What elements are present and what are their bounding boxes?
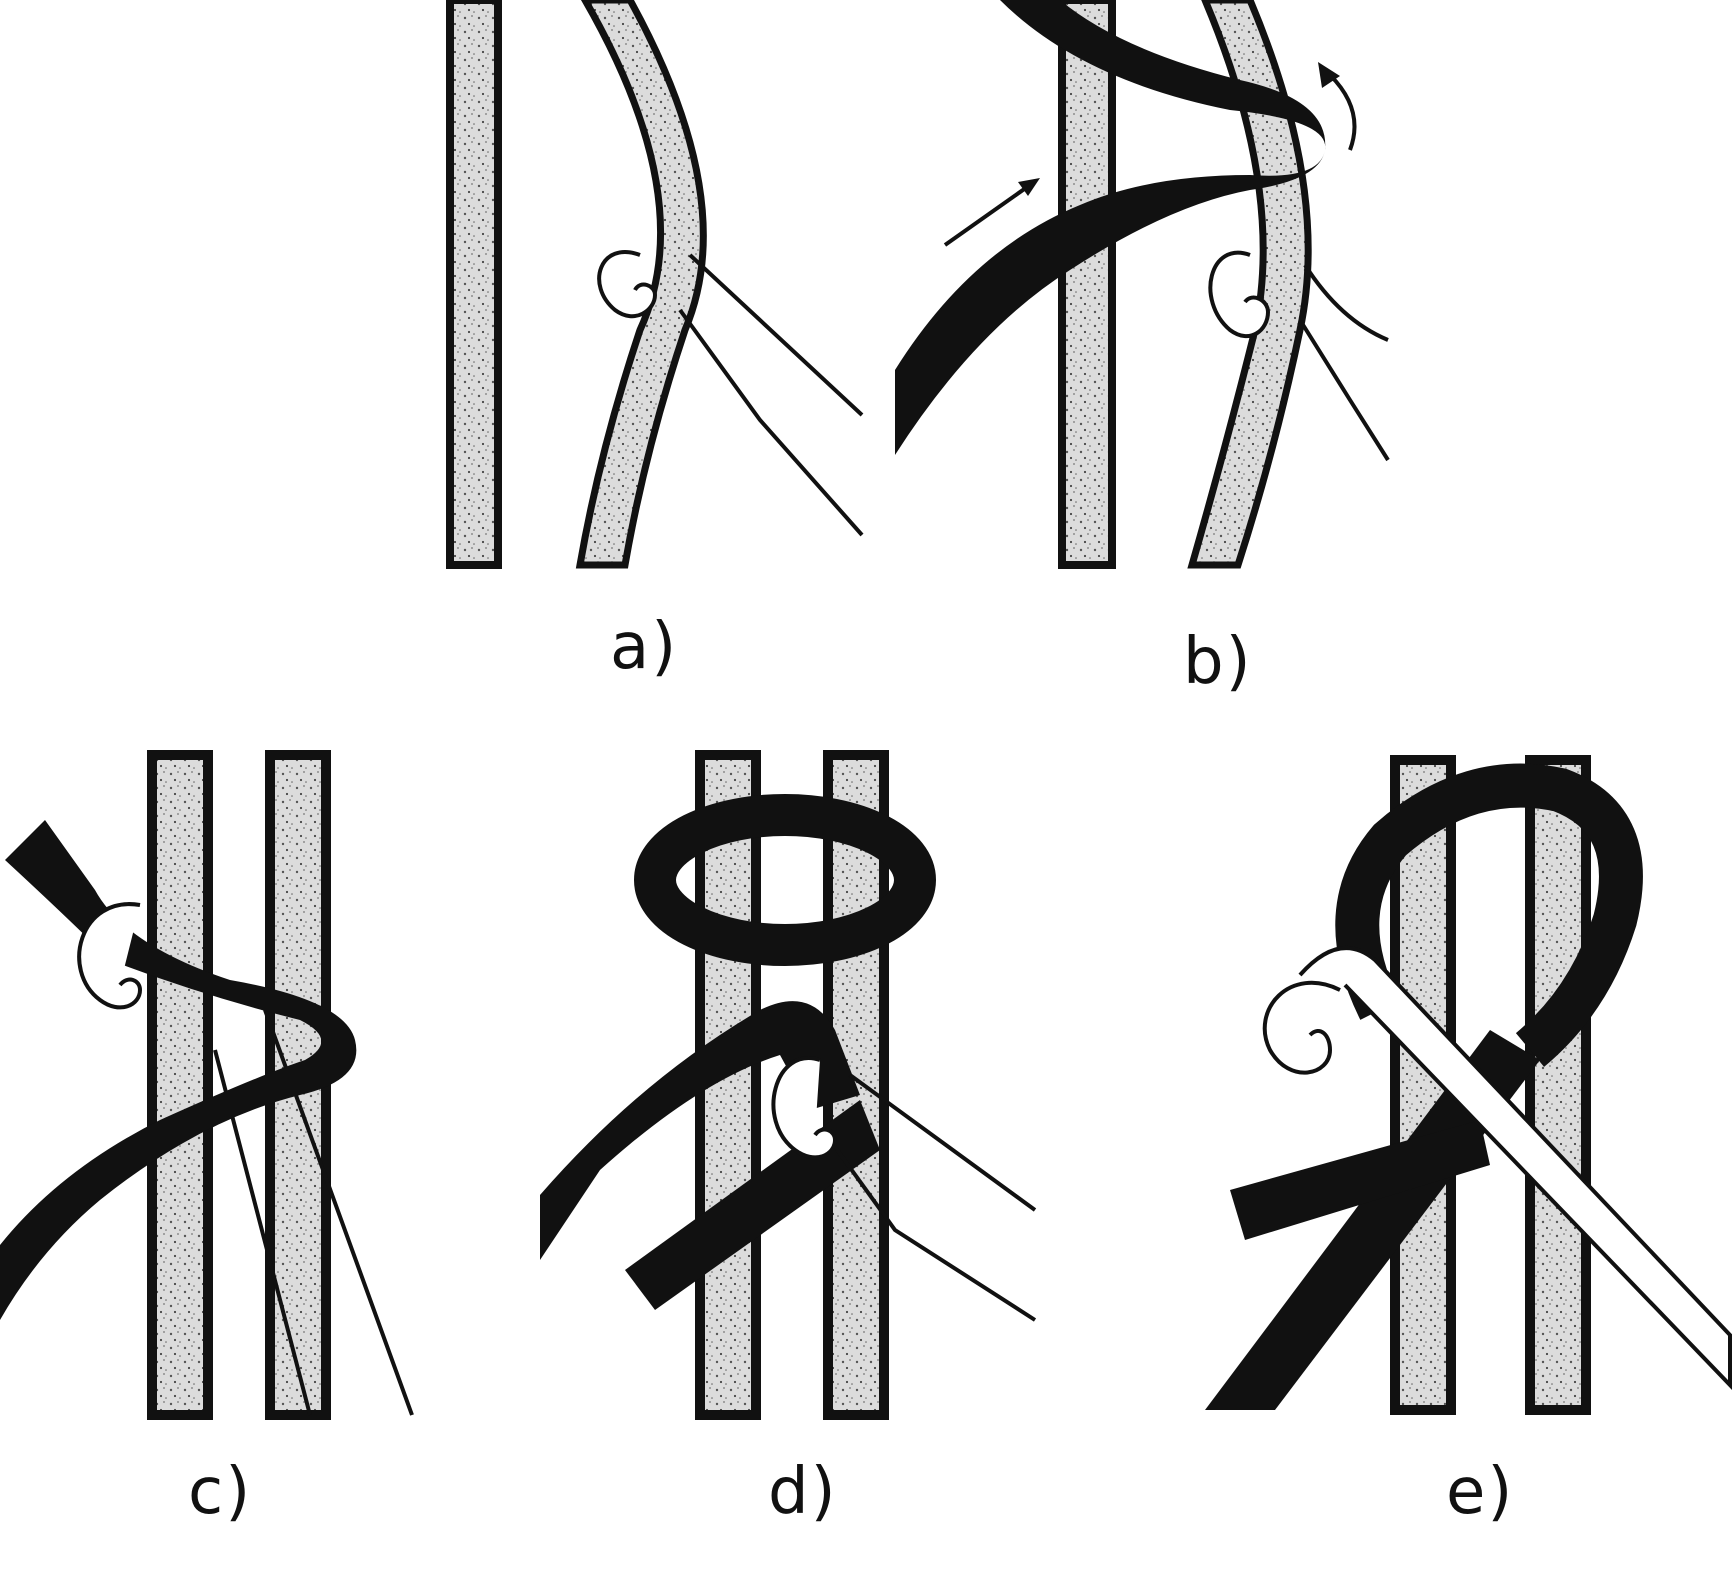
panel-d-hook-icon [771, 1056, 838, 1160]
panel-b-direction-arrow [943, 178, 1040, 247]
panel-b-drawing [895, 0, 1390, 569]
panel-e-drawing [1205, 755, 1732, 1415]
panel-label-c: c) [188, 1455, 253, 1529]
panel-b-straight-rope [1058, 0, 1116, 569]
panel-a-drawing [446, 0, 864, 569]
panel-d-hook-handle [828, 1073, 1037, 1322]
panel-b-hook-handle [1298, 263, 1390, 462]
panel-label-b: b) [1183, 625, 1253, 699]
panel-c-hook-icon [77, 902, 143, 1010]
panel-label-d: d) [768, 1455, 838, 1529]
panel-label-e: e) [1446, 1455, 1515, 1529]
panel-e-hook-shank [1298, 946, 1732, 1390]
panel-b-hook-icon [1208, 250, 1271, 338]
panel-label-a: a) [610, 610, 679, 684]
panel-c-working-rope [0, 820, 357, 1320]
panel-c-rope-left [147, 750, 213, 1420]
panel-b-curved-rope [1187, 0, 1312, 569]
panel-b-rotation-arrow [1318, 62, 1357, 151]
panel-a-curved-rope [575, 0, 707, 569]
panel-c-drawing [0, 750, 414, 1420]
panel-a-hook-icon [597, 250, 658, 319]
panel-b-working-rope [895, 0, 1326, 455]
panel-a-straight-rope [446, 0, 502, 569]
panel-e-working-rope-long [1205, 1030, 1540, 1410]
panel-d-working-rope-upper [540, 1001, 860, 1260]
panel-d-drawing [540, 750, 1037, 1420]
panel-a-hook-handle [678, 253, 864, 537]
panel-e-hook-icon [1262, 980, 1341, 1075]
panel-e-working-rope-short [1230, 1120, 1490, 1240]
panel-e-rope-right [1525, 755, 1591, 1415]
panel-e-top-loop [1335, 763, 1643, 1067]
panel-d-top-ring [634, 794, 936, 966]
